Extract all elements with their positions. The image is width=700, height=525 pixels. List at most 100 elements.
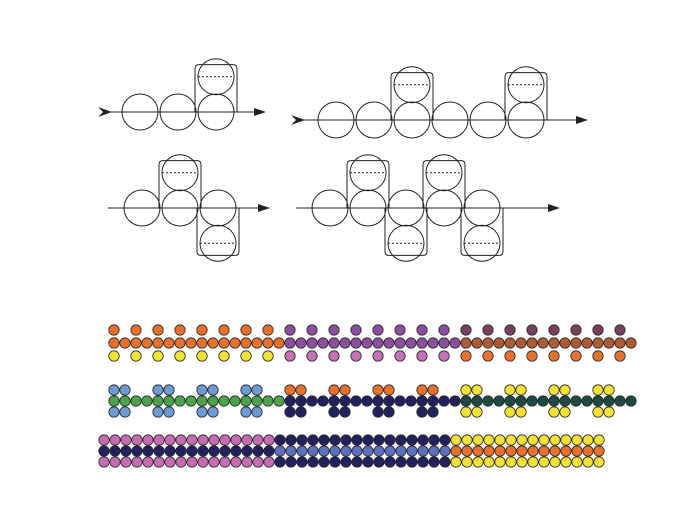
bead <box>526 324 538 336</box>
bead <box>207 406 219 418</box>
bead <box>384 445 396 457</box>
bead <box>241 456 253 468</box>
bead <box>460 337 472 349</box>
bead <box>549 456 561 468</box>
bead <box>252 445 264 457</box>
bead <box>196 350 208 362</box>
bead <box>295 384 307 396</box>
bead <box>571 456 583 468</box>
bead <box>505 434 517 446</box>
bead <box>240 384 252 396</box>
bead <box>472 445 484 457</box>
bead <box>208 445 220 457</box>
bead <box>603 395 615 407</box>
bead <box>274 445 286 457</box>
bead <box>164 434 176 446</box>
bead <box>152 395 164 407</box>
bead <box>230 434 242 446</box>
bead <box>548 384 560 396</box>
bead <box>152 324 164 336</box>
bead <box>98 445 110 457</box>
bead <box>372 337 384 349</box>
bead <box>592 324 604 336</box>
bead <box>340 456 352 468</box>
bead <box>120 434 132 446</box>
bead <box>471 395 483 407</box>
bead <box>240 406 252 418</box>
bead <box>295 395 307 407</box>
bead <box>328 350 340 362</box>
bead <box>482 350 494 362</box>
bead <box>427 406 439 418</box>
bead <box>262 395 274 407</box>
bead <box>295 337 307 349</box>
bead <box>318 445 330 457</box>
bead <box>494 434 506 446</box>
bead <box>472 434 484 446</box>
bead <box>295 406 307 418</box>
bead <box>142 434 154 446</box>
bead <box>351 445 363 457</box>
bead <box>438 350 450 362</box>
bead <box>372 384 384 396</box>
bead <box>251 406 263 418</box>
bead <box>614 350 626 362</box>
bead <box>614 395 626 407</box>
bead <box>593 456 605 468</box>
bead <box>493 337 505 349</box>
bead-segment <box>460 324 637 362</box>
bead <box>307 445 319 457</box>
bead <box>285 445 297 457</box>
bead <box>350 350 362 362</box>
bead <box>504 350 516 362</box>
bead <box>284 384 296 396</box>
bead <box>372 395 384 407</box>
bead <box>406 456 418 468</box>
bead <box>559 406 571 418</box>
bead <box>152 384 164 396</box>
bead <box>197 456 209 468</box>
bead <box>219 456 231 468</box>
bead <box>329 434 341 446</box>
bead <box>240 395 252 407</box>
bead <box>142 445 154 457</box>
bead <box>471 337 483 349</box>
bead <box>362 434 374 446</box>
bead <box>175 445 187 457</box>
bead <box>153 445 165 457</box>
bead-segment <box>108 384 285 418</box>
bead <box>108 395 120 407</box>
bead <box>449 395 461 407</box>
bead <box>416 324 428 336</box>
bead <box>240 350 252 362</box>
bead <box>428 434 440 446</box>
bead <box>108 337 120 349</box>
bead <box>263 456 275 468</box>
bead <box>329 456 341 468</box>
bead <box>131 456 143 468</box>
bead-segment <box>460 384 637 418</box>
bead <box>108 384 120 396</box>
bead <box>482 395 494 407</box>
bead <box>119 406 131 418</box>
bead <box>274 434 286 446</box>
arrow-head <box>548 204 560 212</box>
bead <box>384 434 396 446</box>
bead <box>306 350 318 362</box>
bead <box>526 337 538 349</box>
bead <box>538 456 550 468</box>
bead <box>592 384 604 396</box>
bead <box>186 434 198 446</box>
schematic-top-left <box>98 58 266 131</box>
bead <box>229 337 241 349</box>
bead <box>164 456 176 468</box>
bead <box>119 337 131 349</box>
bead <box>218 324 230 336</box>
bead <box>603 337 615 349</box>
bead <box>504 406 516 418</box>
bead <box>317 337 329 349</box>
bead <box>527 456 539 468</box>
bead <box>417 456 429 468</box>
bead <box>515 395 527 407</box>
thread-loop <box>390 72 434 120</box>
